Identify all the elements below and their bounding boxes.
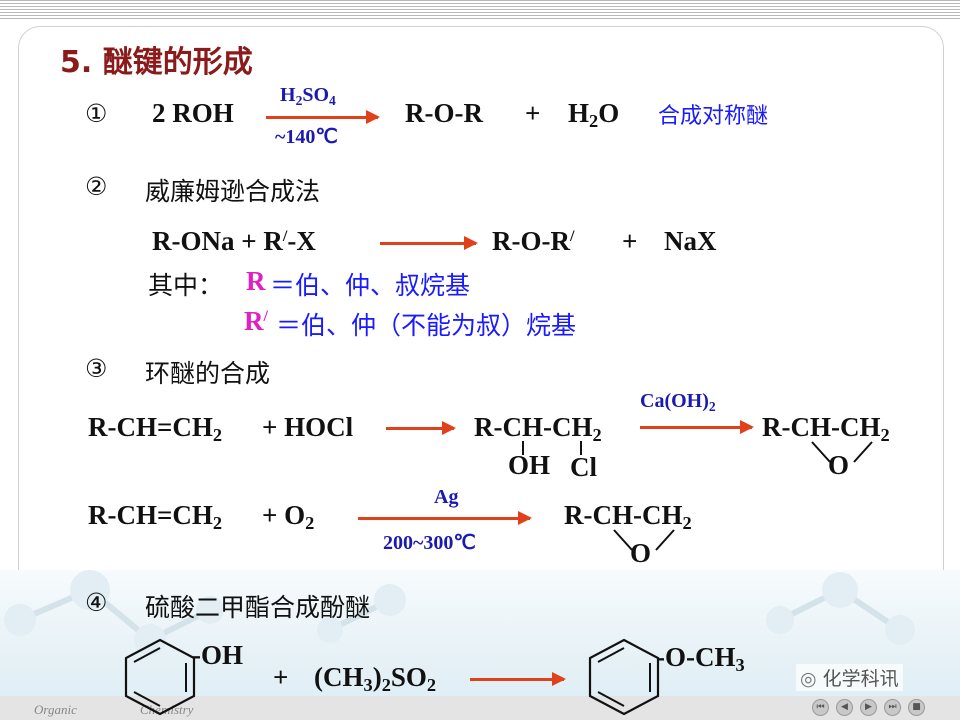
s1-product: R-O-R xyxy=(405,98,483,128)
s2-plus: + xyxy=(622,226,638,256)
footer-bar xyxy=(0,696,960,720)
s2-product: R-O-R/ xyxy=(492,226,575,256)
s3b-reactant: R-CH=CH2 xyxy=(88,500,223,534)
s3a-oh: OH xyxy=(508,450,551,480)
section-3-number: ③ xyxy=(85,354,108,383)
wechat-icon: ◎ xyxy=(800,668,817,690)
s1-plus: + xyxy=(525,98,541,128)
nav-last-button[interactable]: ⏭ xyxy=(884,699,901,716)
watermark: ◎ 化学科讯 xyxy=(796,664,903,691)
s4-plus: + xyxy=(273,662,289,692)
s2-where: 其中： xyxy=(148,271,224,300)
s3a-reagent: + HOCl xyxy=(262,412,354,442)
s1-note: 合成对称醚 xyxy=(658,104,769,129)
s2-title: 威廉姆逊合成法 xyxy=(145,177,321,206)
s4-hydroxyl: -OH xyxy=(192,640,243,670)
s3b-oxygen: O xyxy=(630,538,652,568)
page-title: 5. 醚键的形成 xyxy=(60,45,253,80)
s2-reactants: R-ONa + R/-X xyxy=(152,226,316,256)
molecule-decoration-icon xyxy=(4,570,915,656)
s3b-epoxide-bonds xyxy=(613,529,675,551)
s3a-epoxide-bonds xyxy=(811,441,873,463)
s4-arrow xyxy=(470,672,566,686)
s4-title: 硫酸二甲酯合成酚醚 xyxy=(145,593,371,622)
s2-r1-text: ＝伯、仲、叔烷基 xyxy=(270,271,471,300)
s3a-cl: Cl xyxy=(570,452,597,482)
nav-end-button[interactable]: ■ xyxy=(908,699,925,716)
s3b-reagent: + O2 xyxy=(262,500,315,534)
benzene-ring-product-icon xyxy=(588,638,660,716)
s3b-arrow xyxy=(358,511,532,525)
s3b-product: R-CH-CH2 xyxy=(564,500,692,534)
s1-water: H2O xyxy=(568,98,620,132)
s4-product: -O-CH3 xyxy=(656,642,745,676)
s2-r2-text: ＝伯、仲（不能为叔）烷基 xyxy=(276,311,577,340)
s3a-arrow-2 xyxy=(640,420,754,434)
nav-first-button[interactable]: ⏮ xyxy=(812,699,829,716)
s2-byproduct: NaX xyxy=(664,226,717,256)
s3b-condition: 200~300℃ xyxy=(383,532,476,554)
section-4-number: ④ xyxy=(85,588,108,617)
s3a-intermediate: R-CH-CH2 xyxy=(474,412,602,446)
s3a-bond-oh xyxy=(522,441,524,455)
top-stripe xyxy=(0,0,960,20)
s3-title: 环醚的合成 xyxy=(145,359,271,388)
s3a-bond-cl xyxy=(580,441,582,455)
section-2-number: ② xyxy=(85,172,108,201)
s3a-product: R-CH-CH2 xyxy=(762,412,890,446)
s2-r2-label: R/ xyxy=(244,306,268,336)
s2-arrow xyxy=(380,236,478,250)
nav-prev-button[interactable]: ◀ xyxy=(836,699,853,716)
nav-next-button[interactable]: ▶ xyxy=(860,699,877,716)
s1-catalyst: H2SO4 xyxy=(280,84,336,108)
s4-reagent: (CH3)2SO2 xyxy=(314,662,437,696)
s1-arrow xyxy=(266,110,380,124)
s3a-oxygen: O xyxy=(828,450,850,480)
s1-reactant: 2 ROH xyxy=(152,98,234,128)
benzene-ring-icon xyxy=(124,638,196,716)
s3a-arrow-1 xyxy=(386,421,456,435)
s2-r1-label: R xyxy=(246,266,266,296)
s3a-reactant: R-CH=CH2 xyxy=(88,412,223,446)
s3b-catalyst: Ag xyxy=(434,486,459,508)
footer-left-text: Organic xyxy=(34,702,77,717)
s3a-reagent-2: Ca(OH)2 xyxy=(640,390,716,414)
section-1-number: ① xyxy=(85,99,108,128)
s1-condition: ~140℃ xyxy=(275,126,338,148)
